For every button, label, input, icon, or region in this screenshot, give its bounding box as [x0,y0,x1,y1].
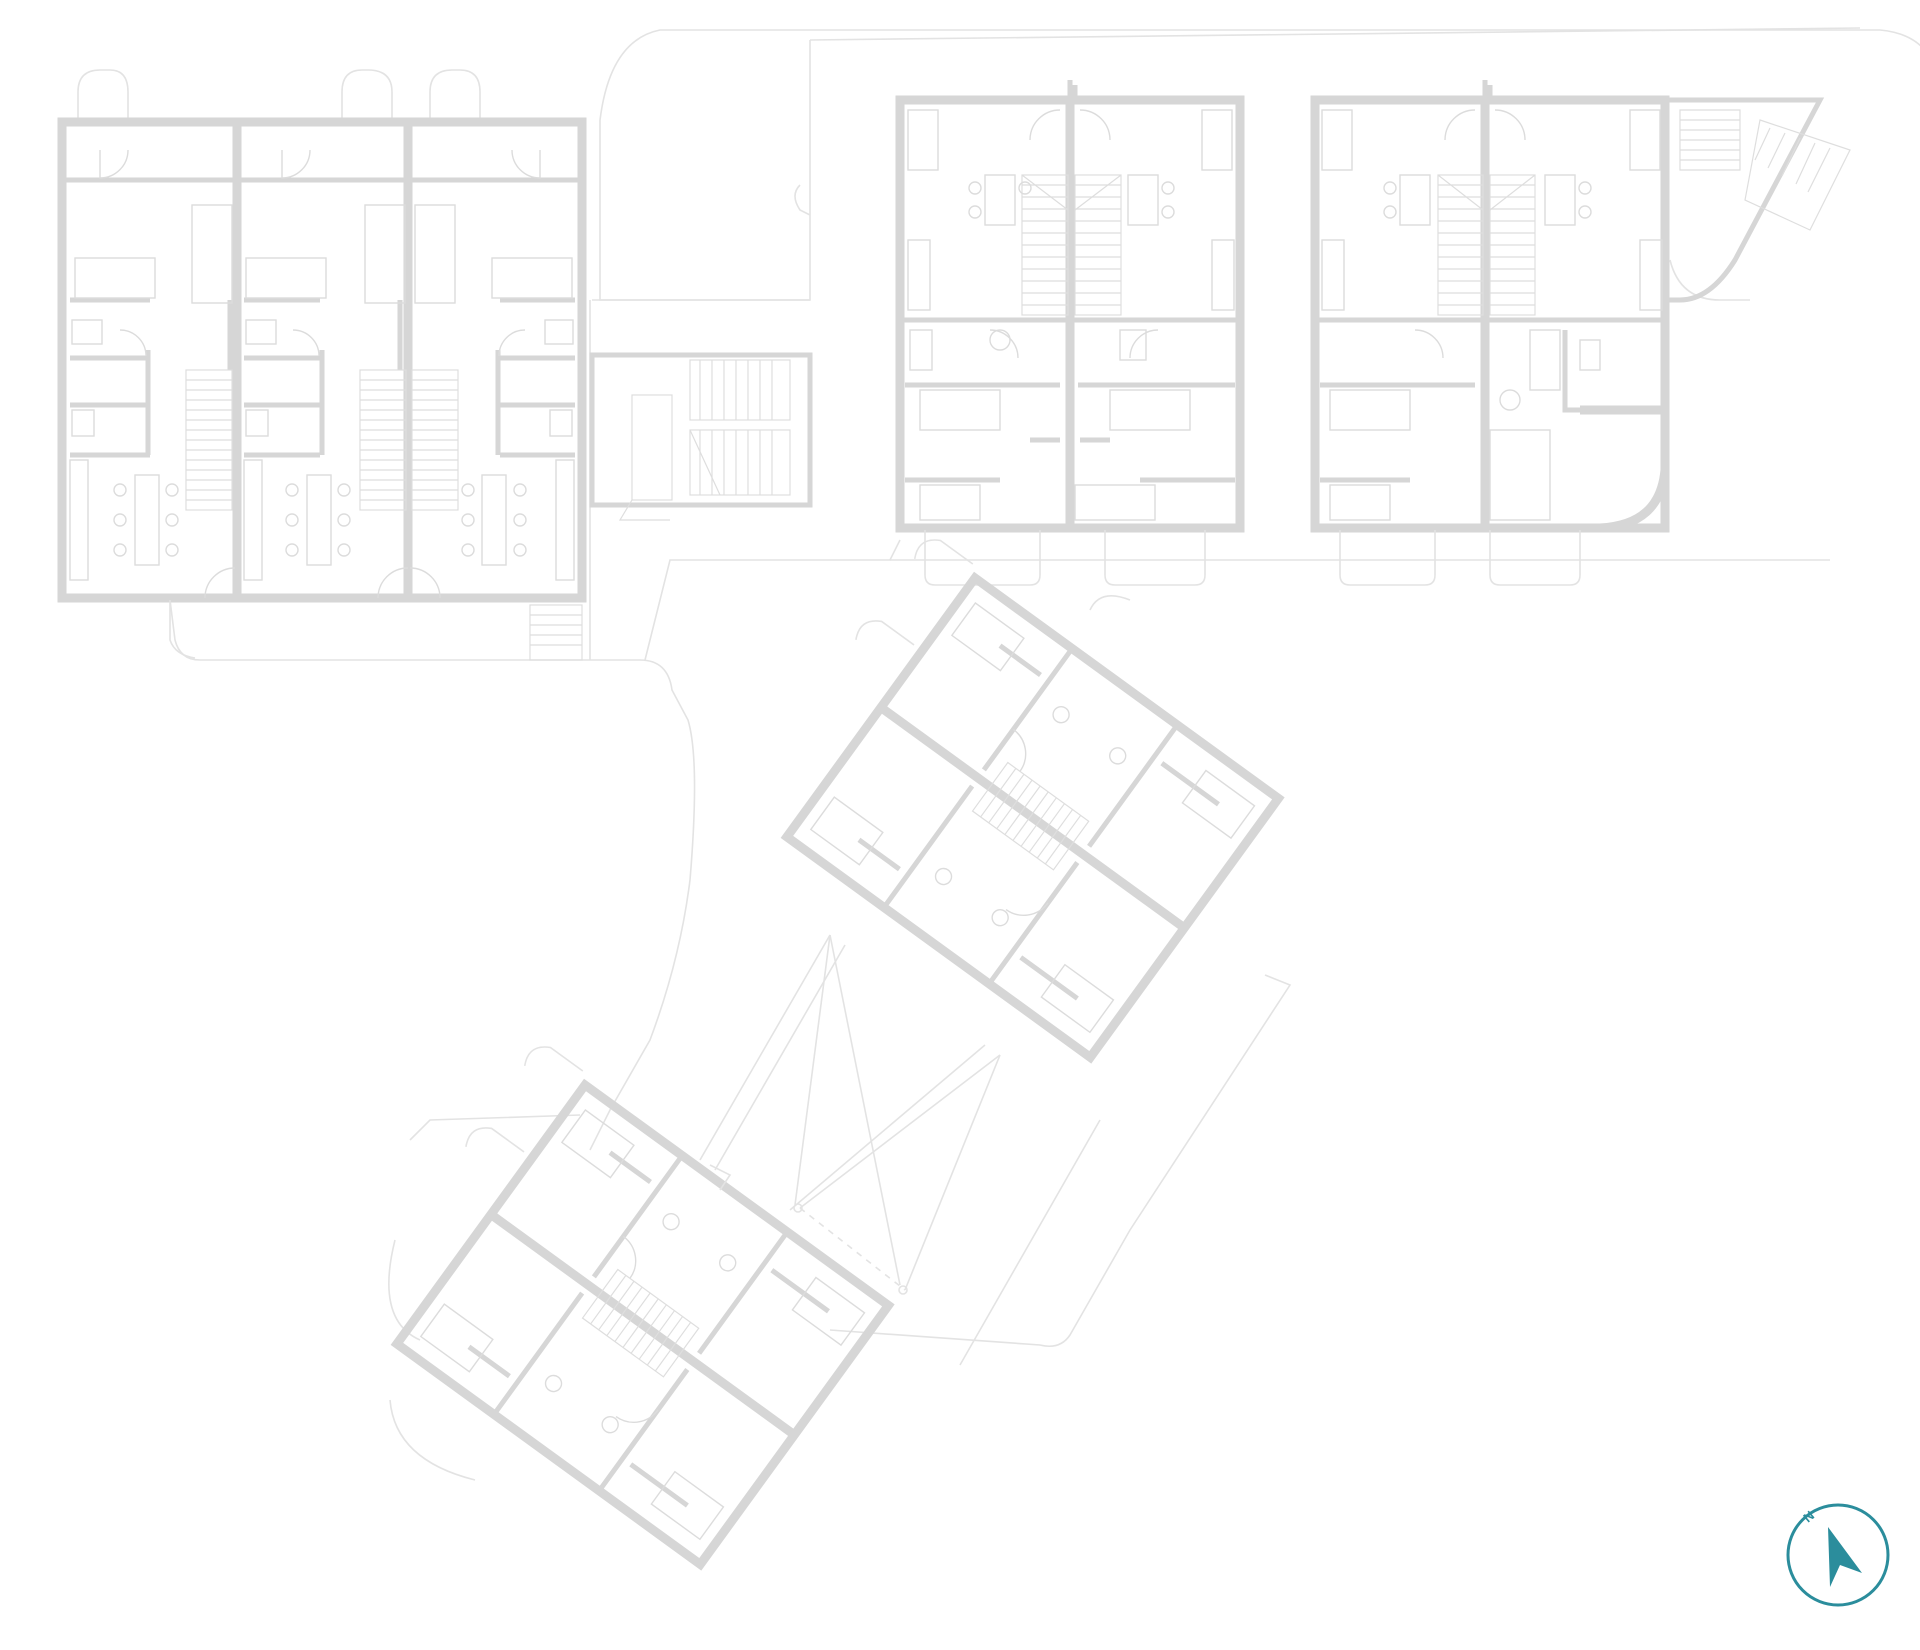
north-east-block-a [895,80,1245,586]
courtyard-bridge [699,934,1101,1366]
north-arrow-icon [1828,1527,1862,1587]
site-outline [169,27,1920,1481]
diagonal-block-upper [780,539,1285,1064]
west-block [57,69,587,661]
north-arrow-compass: N [1786,1503,1890,1607]
diagonal-block-lower [390,1046,895,1571]
central-stair-core [589,299,813,521]
north-east-external-stair [1665,97,1851,303]
compass-ring [1786,1503,1890,1607]
north-east-block-b [1310,80,1750,586]
